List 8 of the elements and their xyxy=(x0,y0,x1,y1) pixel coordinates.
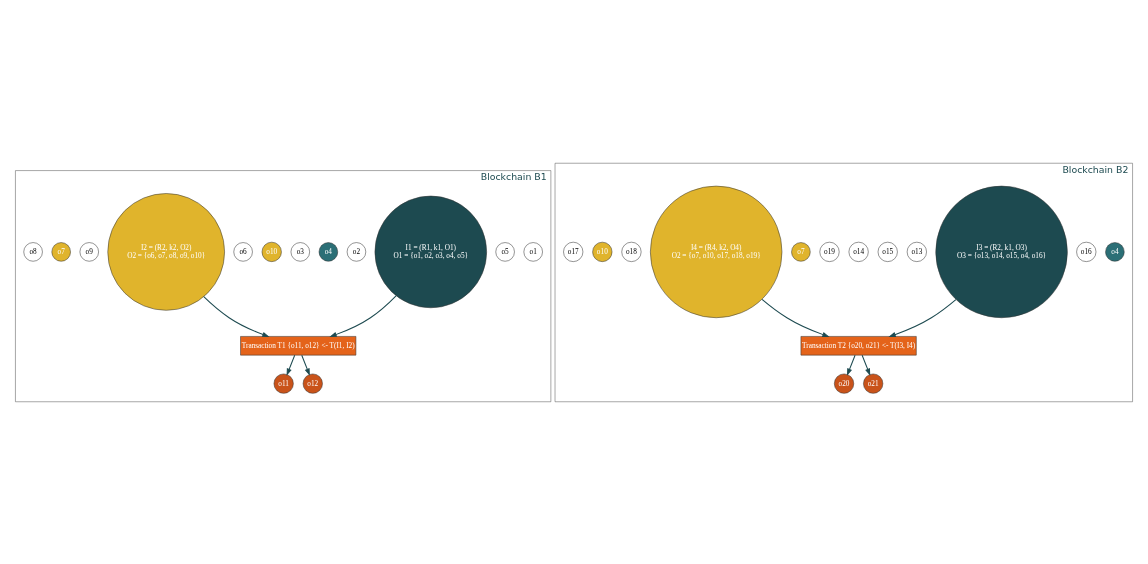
arrow xyxy=(286,354,296,376)
arrow xyxy=(888,298,957,337)
arrow xyxy=(761,298,830,337)
arrow xyxy=(861,354,871,376)
arrow xyxy=(846,354,856,376)
arrow xyxy=(329,294,397,337)
arrow xyxy=(301,354,310,376)
arrow xyxy=(203,295,270,337)
